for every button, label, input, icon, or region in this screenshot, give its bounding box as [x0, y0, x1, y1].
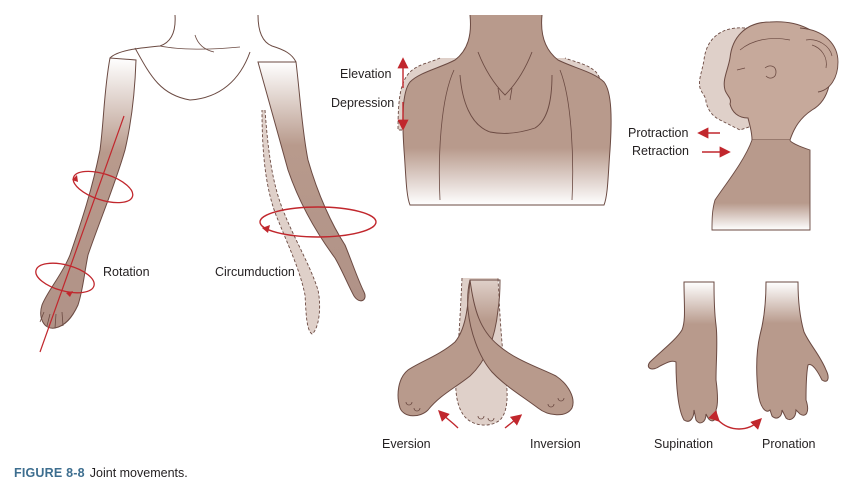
- head-illustration: [697, 21, 839, 231]
- retraction-label: Retraction: [632, 144, 689, 158]
- protraction-label: Protraction: [628, 126, 689, 140]
- pronation-label: Pronation: [762, 437, 816, 451]
- figure-number: FIGURE 8-8: [14, 466, 85, 480]
- circumduction-label: Circumduction: [215, 265, 295, 279]
- circumduction-arrow: [259, 206, 377, 238]
- rotation-arrow-lower: [35, 262, 95, 294]
- rotation-axis-line: [39, 115, 125, 353]
- inversion-arrow: [504, 414, 523, 429]
- eversion-label: Eversion: [382, 437, 431, 451]
- elevation-label: Elevation: [340, 67, 392, 81]
- feet-illustration: [397, 277, 574, 429]
- figure-caption-text: Joint movements.: [89, 466, 188, 480]
- inversion-label: Inversion: [530, 437, 581, 451]
- rotation-label: Rotation: [103, 265, 150, 279]
- figure-caption: FIGURE 8-8 Joint movements.: [14, 466, 188, 480]
- supination-pronation-arrow: [708, 410, 762, 430]
- rotation-arrow-upper: [72, 170, 134, 204]
- shoulders-illustration: [397, 14, 612, 206]
- hands-illustration: [647, 281, 829, 430]
- depression-label: Depression: [331, 96, 395, 110]
- arms-illustration: [35, 14, 377, 353]
- supination-label: Supination: [654, 437, 714, 451]
- eversion-arrow: [438, 410, 459, 429]
